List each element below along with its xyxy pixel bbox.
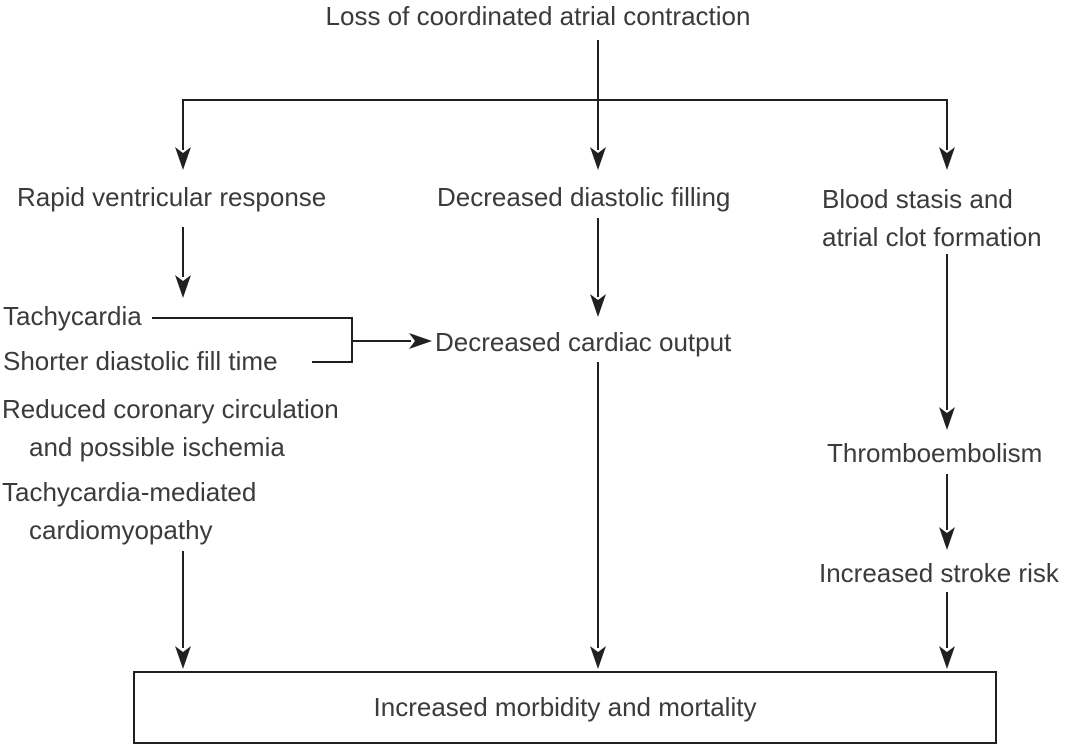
arrow-output-to-outcome-head [590, 646, 606, 669]
arrow-thromboembolism-to-stroke-head [939, 527, 955, 550]
reduced-coronary-line2: and possible ischemia [29, 432, 285, 462]
arrow-stasis-to-thromboembolism-head [939, 407, 955, 430]
arrow-to-middle-branch-head [590, 147, 606, 170]
node-outcome: Increased morbidity and mortality [373, 692, 757, 722]
node-increased-stroke-risk: Increased stroke risk [819, 558, 1059, 588]
node-rapid-ventricular-response: Rapid ventricular response [17, 182, 327, 212]
node-blood-stasis: Blood stasis and atrial clot formation [822, 180, 1042, 256]
arrow-bracket-to-output-head [409, 333, 432, 349]
arrow-effects-to-outcome-head [175, 646, 191, 669]
arrow-stroke-to-outcome-head [939, 646, 955, 669]
blood-stasis-line1: Blood stasis and [822, 184, 1013, 214]
node-decreased-cardiac-output: Decreased cardiac output [435, 327, 732, 357]
tachycardia-mediated-line1: Tachycardia-mediated [2, 477, 257, 507]
node-decreased-diastolic-filling: Decreased diastolic filling [437, 182, 731, 212]
arrow-rapid-to-effects-head [175, 275, 191, 298]
outcome-box: Increased morbidity and mortality [133, 671, 997, 744]
arrow-to-right-branch-head [939, 147, 955, 170]
node-tachycardia-mediated-cardiomyopathy: Tachycardia-mediated cardiomyopathy [2, 473, 256, 549]
node-root: Loss of coordinated atrial contraction [325, 1, 751, 31]
node-thromboembolism: Thromboembolism [827, 438, 1043, 468]
arrow-to-left-branch-head [175, 147, 191, 170]
tachycardia-mediated-line2: cardiomyopathy [29, 515, 213, 545]
arrow-filling-to-output-head [590, 294, 606, 317]
reduced-coronary-line1: Reduced coronary circulation [2, 394, 339, 424]
node-shorter-diastolic-fill-time: Shorter diastolic fill time [3, 346, 278, 376]
node-tachycardia: Tachycardia [3, 301, 142, 331]
node-reduced-coronary-circulation: Reduced coronary circulation and possibl… [2, 390, 339, 466]
blood-stasis-line2: atrial clot formation [822, 222, 1042, 252]
